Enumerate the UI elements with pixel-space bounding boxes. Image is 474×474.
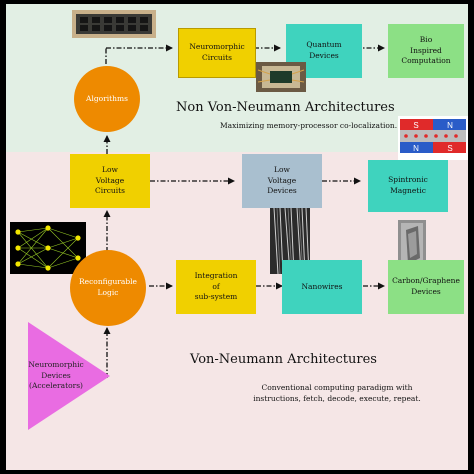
integration-label: Integration of sub-system: [194, 270, 238, 302]
magnet-label-3: N: [413, 144, 419, 153]
magnet-stack-icon: S N N S: [398, 116, 468, 160]
low-voltage-devices-node: Low Voltage Devices: [242, 154, 322, 208]
quantum-chip-photo: [256, 62, 306, 92]
non-von-neumann-title: Non Von-Neumann Architectures: [176, 100, 395, 115]
connector-layer: [103, 44, 385, 378]
accelerators-label: Neuromorphic Devices (Accelerators): [28, 359, 84, 391]
magnet-label-2: N: [447, 121, 453, 130]
von-neumann-title: Von-Neumann Architectures: [190, 352, 377, 367]
accelerators-node-label: Neuromorphic Devices (Accelerators): [20, 350, 92, 402]
neuromorphic-circuits-node: Neuromorphic Circuits: [178, 28, 256, 78]
spintronic-magnetic-label: Spintronic Magnetic: [388, 175, 428, 195]
integration-subsystem-node: Integration of sub-system: [176, 260, 256, 314]
carbon-graphene-label: Carbon/Graphene Devices: [392, 276, 460, 296]
spintronic-magnetic-node: Spintronic Magnetic: [368, 160, 448, 212]
architecture-diagram: Neuromorphic Circuits Quantum Devices Bi…: [6, 4, 468, 470]
nanowires-label: Nanowires: [301, 281, 343, 291]
algorithms-node: Algorithms: [74, 66, 140, 132]
neural-network-icon: [10, 222, 86, 274]
magnet-label-4: S: [447, 144, 452, 153]
magnet-label-1: S: [413, 121, 418, 130]
reconfigurable-logic-node: Reconfigurable Logic: [70, 250, 146, 326]
low-voltage-circuits-label: Low Voltage Circuits: [94, 164, 125, 196]
nanowires-node: Nanowires: [282, 260, 362, 314]
low-voltage-devices-label: Low Voltage Devices: [267, 164, 297, 196]
carbon-graphene-node: Carbon/Graphene Devices: [388, 260, 464, 314]
bio-inspired-label: Bio Inspired Computation: [401, 34, 451, 66]
neuromorphic-circuits-label: Neuromorphic Circuits: [189, 42, 245, 62]
non-von-neumann-subtitle: Maximizing memory-processor co-localizat…: [220, 121, 398, 130]
bio-inspired-computation-node: Bio Inspired Computation: [388, 24, 464, 78]
chip-board-photo: [72, 10, 156, 38]
von-neumann-subtitle: Conventional computing paradigm with ins…: [253, 383, 421, 404]
reconfigurable-logic-label: Reconfigurable Logic: [79, 277, 137, 297]
low-voltage-circuits-node: Low Voltage Circuits: [70, 154, 150, 208]
accelerators-triangle: [28, 322, 110, 430]
quantum-devices-label: Quantum Devices: [306, 40, 342, 60]
algorithms-label: Algorithms: [86, 93, 128, 103]
